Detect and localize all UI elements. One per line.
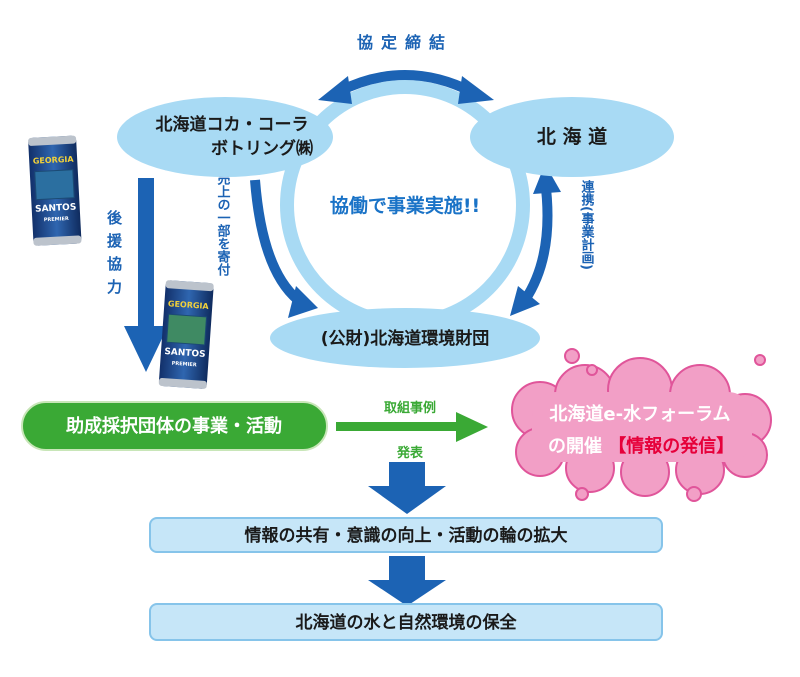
can-1-brand: GEORGIA — [33, 155, 75, 166]
outcome-box-2 — [149, 603, 663, 641]
product-can-2: GEORGIA SANTOS PREMIER — [158, 280, 214, 389]
cooperation-arrow — [510, 164, 561, 316]
case-arrow — [336, 412, 488, 442]
grantees-label: 助成採択団体の事業・活動 — [66, 415, 282, 437]
forum-line2-highlight: 【情報の発信】 — [608, 435, 734, 457]
donation-label: 売上の一部を寄付 — [215, 171, 231, 277]
outcome-label-1: 情報の共有・意識の向上・活動の輪の拡大 — [245, 525, 568, 546]
cooperation-label: 連携(事業計画) — [579, 179, 596, 269]
support-label: 後援協力 — [105, 209, 123, 302]
node-hokkaido-label: 北 海 道 — [537, 125, 607, 148]
forum-bubble-4 — [575, 487, 589, 501]
case-label-top: 取組事例 — [384, 400, 436, 416]
support-arrow — [124, 178, 168, 372]
center-label: 協働で事業実施!! — [330, 194, 480, 217]
can-1-name: SANTOS — [35, 203, 77, 215]
can-2-brand: GEORGIA — [168, 299, 210, 311]
outcome-box-1 — [149, 517, 663, 553]
forum-bubble-2 — [586, 364, 598, 376]
node-foundation — [270, 308, 540, 368]
forum-line1: 北海道e-水フォーラム — [549, 403, 730, 425]
node-coca-cola-line2: ボトリング㈱ — [211, 138, 313, 159]
forum-bubble-3 — [754, 354, 766, 366]
donation-arrow — [250, 179, 318, 318]
outcome-label-2: 北海道の水と自然環境の保全 — [296, 612, 518, 633]
can-2-sub: PREMIER — [171, 361, 197, 369]
node-coca-cola — [117, 97, 333, 177]
can-1-sub: PREMIER — [44, 216, 69, 223]
node-hokkaido — [470, 97, 674, 177]
forum-bubble-5 — [686, 486, 702, 502]
agreement-arrow — [318, 70, 494, 104]
forum-bubble-1 — [564, 348, 580, 364]
forum-line2-prefix: の開催 — [548, 435, 602, 457]
down-arrow-2 — [368, 556, 446, 606]
grantees-box — [21, 401, 328, 451]
agreement-label: 協定締結 — [357, 33, 453, 52]
product-can-1: GEORGIA SANTOS PREMIER — [28, 135, 82, 246]
node-foundation-label: (公財)北海道環境財団 — [321, 328, 490, 349]
forum-cloud-core — [532, 392, 752, 462]
can-2-name: SANTOS — [164, 347, 206, 360]
case-label-bottom: 発表 — [396, 445, 424, 461]
forum-line2: の開催 【情報の発信】 — [548, 435, 734, 457]
node-coca-cola-line1: 北海道コカ・コーラ — [156, 114, 309, 135]
down-arrow-1 — [368, 462, 446, 514]
